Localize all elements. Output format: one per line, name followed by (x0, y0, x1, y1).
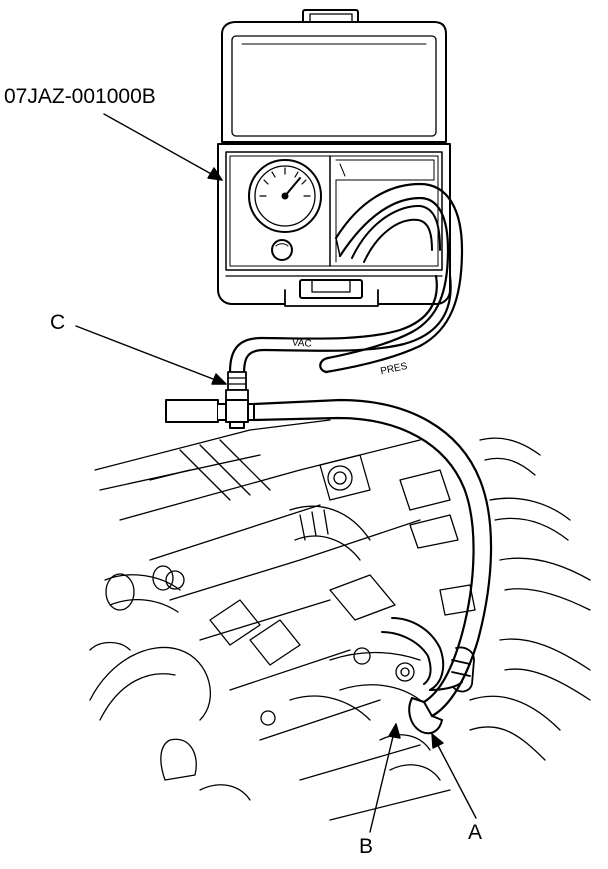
leader-a (431, 733, 477, 819)
hose-label-pres: PRES (379, 361, 408, 377)
hose-label-vac: VAC (292, 337, 313, 349)
tester-kit-case (217, 9, 451, 307)
callout-a-label: A (468, 821, 483, 844)
leader-part-number (103, 113, 223, 181)
vac-hose (228, 274, 452, 376)
leader-b (369, 723, 401, 833)
callout-c-label: C (50, 311, 66, 334)
leader-c (75, 325, 227, 385)
part-number-label: 07JAZ-001000B (4, 85, 156, 108)
pres-hose (319, 182, 464, 374)
hose-b (381, 617, 463, 735)
release-button-icon (271, 239, 293, 261)
gauge-icon (248, 159, 322, 233)
hose-inner-loop (351, 204, 441, 263)
hose-clamp (451, 646, 475, 693)
callout-b-label: B (359, 835, 374, 858)
engine-background (89, 419, 591, 821)
t-joint (165, 399, 255, 429)
main-hose (252, 398, 493, 718)
